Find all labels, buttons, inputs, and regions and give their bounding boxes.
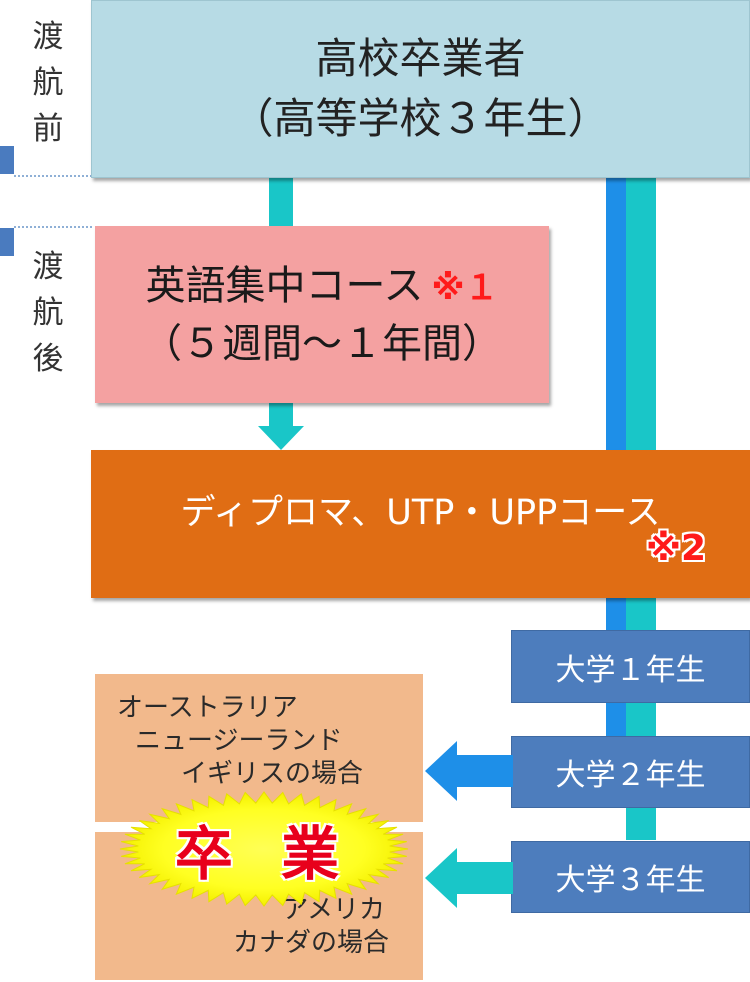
english-course-title: 英語集中コース	[145, 262, 424, 309]
high-school-graduate-title: 高校卒業者	[315, 34, 526, 83]
stage-after-char-3: 後	[32, 341, 64, 377]
connector-top-to-english	[269, 178, 293, 228]
destination-line-new-zealand: ニュージーランド	[135, 726, 343, 756]
english-course-note: ※１	[431, 267, 499, 308]
university-year-3-box: 大学３年生	[511, 841, 750, 913]
high-school-graduate-box: 高校卒業者 （高等学校３年生）	[91, 0, 750, 178]
diploma-course-label: ディプロマ、UTP・UPPコース	[180, 492, 661, 533]
english-course-title-line: 英語集中コース※１	[145, 258, 498, 316]
stage-after-char-2: 航	[32, 295, 64, 331]
destination-line-canada: カナダの場合	[232, 928, 389, 958]
graduation-burst-icon	[119, 791, 409, 907]
university-year-2-box: 大学２年生	[511, 736, 750, 808]
stage-after-char-1: 渡	[32, 249, 64, 285]
english-course-box: 英語集中コース※１ （５週間〜１年間）	[95, 226, 549, 403]
diploma-course-note: ※2	[646, 528, 707, 569]
graduation-label: 卒 業	[174, 820, 354, 888]
english-course-duration: （５週間〜１年間）	[142, 320, 502, 367]
stage-before-label: 渡 航 前	[26, 14, 70, 152]
stage-before-char-1: 渡	[32, 19, 64, 55]
arrow-left-blue-icon	[425, 741, 513, 801]
stage-divider-after	[14, 226, 92, 228]
stage-divider-before	[14, 175, 92, 177]
stage-marker-before	[0, 146, 14, 174]
arrow-down-icon	[258, 400, 304, 450]
stage-after-label: 渡 航 後	[26, 244, 70, 382]
diploma-course-box: ディプロマ、UTP・UPPコース	[91, 450, 750, 598]
destination-line-australia: オーストラリア	[117, 693, 298, 723]
high-school-graduate-subtitle: （高等学校３年生）	[231, 94, 610, 143]
stage-marker-after	[0, 228, 14, 256]
destination-line-uk: イギリスの場合	[181, 759, 364, 789]
university-year-1-box: 大学１年生	[511, 630, 750, 703]
arrow-left-cyan-icon	[425, 848, 513, 908]
stage-before-char-3: 前	[32, 111, 64, 147]
stage-before-char-2: 航	[32, 65, 64, 101]
destination-box-commonwealth: オーストラリア ニュージーランド イギリスの場合	[95, 674, 423, 822]
